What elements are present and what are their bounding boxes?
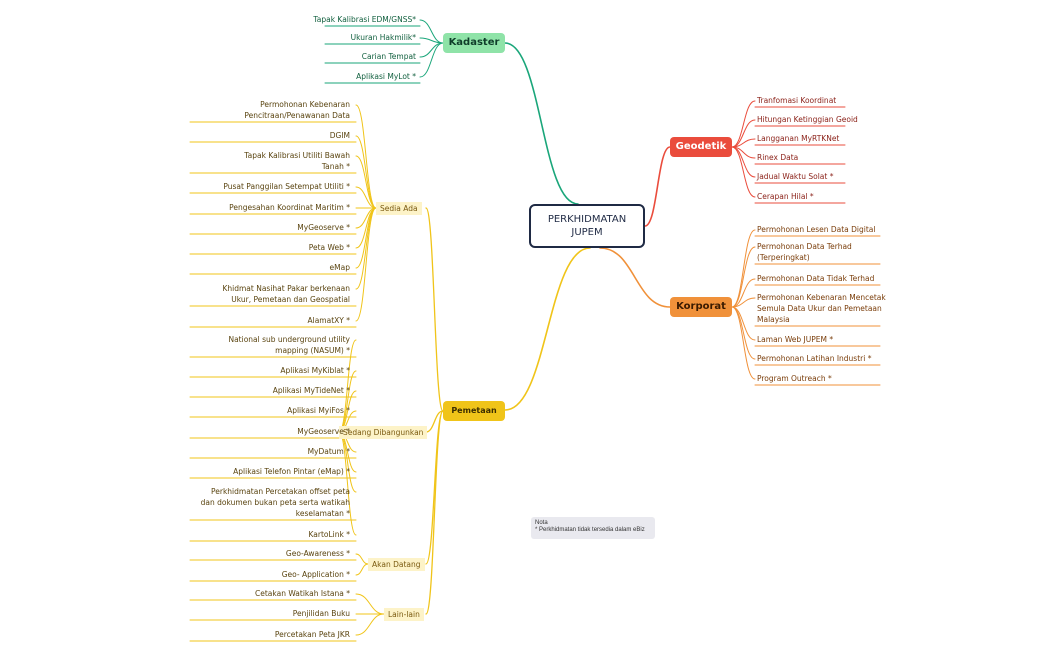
- pemetaan-item[interactable]: Cetakan Watikah Istana *: [255, 589, 350, 598]
- pemetaan-item[interactable]: MyGeoserve *: [297, 223, 350, 232]
- kadaster-connector: [419, 19, 444, 44]
- geodetik-item[interactable]: Hitungan Ketinggian Geoid: [757, 115, 858, 124]
- korporat-connector: [731, 306, 756, 380]
- pemetaan-group-connector: [425, 207, 444, 412]
- kadaster-item[interactable]: Aplikasi MyLot *: [356, 72, 416, 81]
- central-topic-title: PERKHIDMATAN JUPEM: [547, 214, 627, 238]
- pemetaan-item[interactable]: Aplikasi MyTideNet *: [272, 386, 350, 395]
- pemetaan-item[interactable]: AlamatXY *: [307, 316, 350, 325]
- korporat-item[interactable]: Permohonan Data Terhad(Terperingkat): [757, 242, 852, 262]
- pemetaan-item[interactable]: Penjilidan Buku: [292, 609, 350, 618]
- korporat-item[interactable]: Permohonan Lesen Data Digital: [757, 225, 876, 234]
- pemetaan-connector: [355, 104, 377, 209]
- branch-pemetaan: [504, 247, 591, 411]
- korporat-item[interactable]: Laman Web JUPEM *: [757, 335, 834, 344]
- pemetaan-connector: [355, 207, 377, 290]
- branch-geodetik: [644, 146, 671, 227]
- note-text: * Perkhidmatan tidak tersedia dalam eBiz: [535, 527, 645, 533]
- pemetaan-connector: [355, 207, 377, 322]
- korporat-item[interactable]: Program Outreach *: [757, 374, 832, 383]
- pemetaan-group-lain-lain[interactable]: Lain-lain: [384, 608, 424, 621]
- korporat-connector: [731, 229, 756, 308]
- pemetaan-item[interactable]: Pusat Panggilan Setempat Utiliti *: [223, 182, 350, 191]
- geodetik-connector: [731, 146, 756, 198]
- pemetaan-connector: [355, 593, 385, 615]
- pemetaan-item[interactable]: Percetakan Peta JKR: [274, 630, 350, 639]
- kadaster-connector: [419, 42, 444, 78]
- pemetaan-item[interactable]: eMap: [329, 263, 350, 272]
- korporat-connector: [731, 246, 756, 308]
- pemetaan-item[interactable]: MyDatum *: [307, 447, 350, 456]
- geodetik-connector: [731, 100, 756, 148]
- pemetaan-connector: [355, 563, 369, 576]
- pemetaan-connector: [355, 613, 385, 636]
- pemetaan-item[interactable]: Aplikasi Telefon Pintar (eMap) *: [233, 467, 350, 476]
- branch-pemetaan-label[interactable]: Pemetaan: [443, 401, 505, 421]
- korporat-connector: [731, 278, 756, 308]
- pemetaan-connector: [338, 370, 357, 433]
- kadaster-item[interactable]: Carian Tempat: [361, 52, 416, 61]
- branch-geodetik-label[interactable]: Geodetik: [670, 137, 732, 157]
- pemetaan-item[interactable]: DGIM: [329, 131, 350, 140]
- kadaster-connector: [419, 42, 444, 58]
- pemetaan-item[interactable]: Aplikasi MyiFos *: [287, 406, 350, 415]
- korporat-item[interactable]: Permohonan Latihan Industri *: [757, 354, 872, 363]
- geodetik-item[interactable]: Tranfomasi Koordinat: [757, 96, 837, 105]
- pemetaan-item[interactable]: Geo- Application *: [281, 570, 350, 579]
- note-title: Nota: [535, 520, 548, 526]
- geodetik-item[interactable]: Langganan MyRTKNet: [757, 134, 840, 143]
- geodetik-connector: [731, 119, 756, 148]
- branch-kadaster: [504, 42, 579, 205]
- pemetaan-item[interactable]: KartoLink *: [308, 530, 351, 539]
- pemetaan-connector: [355, 553, 369, 565]
- geodetik-item[interactable]: Rinex Data: [757, 153, 799, 162]
- korporat-item[interactable]: Permohonan Data Tidak Terhad: [757, 274, 875, 283]
- central-topic[interactable]: PERKHIDMATAN JUPEM: [529, 204, 645, 248]
- pemetaan-connector: [355, 155, 377, 209]
- pemetaan-group-akan-datang[interactable]: Akan Datang: [368, 558, 425, 571]
- geodetik-item[interactable]: Cerapan Hilal *: [757, 192, 814, 201]
- pemetaan-group-sedia-ada[interactable]: Sedia Ada: [376, 202, 422, 215]
- pemetaan-group-connector: [425, 410, 444, 565]
- korporat-connector: [731, 297, 756, 308]
- kadaster-item[interactable]: Ukuran Hakmilik*: [350, 33, 416, 42]
- pemetaan-item[interactable]: Aplikasi MyKiblat *: [280, 366, 350, 375]
- note-box: Nota * Perkhidmatan tidak tersedia dalam…: [531, 517, 655, 539]
- branch-korporat-label[interactable]: Korporat: [670, 297, 732, 317]
- pemetaan-group-connector: [425, 410, 444, 615]
- pemetaan-item[interactable]: Peta Web *: [308, 243, 350, 252]
- pemetaan-group-connector: [425, 410, 444, 433]
- kadaster-item[interactable]: Tapak Kalibrasi EDM/GNSS*: [313, 15, 416, 24]
- korporat-connector: [731, 306, 756, 360]
- pemetaan-connector: [355, 207, 377, 249]
- pemetaan-item[interactable]: Pengesahan Koordinat Maritim *: [229, 203, 350, 212]
- pemetaan-connector: [355, 186, 377, 209]
- pemetaan-item[interactable]: MyGeoserve *: [297, 427, 350, 436]
- geodetik-item[interactable]: Jadual Waktu Solat *: [757, 172, 834, 181]
- branch-kadaster-label[interactable]: Kadaster: [443, 33, 505, 53]
- pemetaan-group-sedang-dibangunkan[interactable]: Sedang Dibangunkan: [339, 426, 428, 439]
- branch-korporat: [599, 247, 671, 308]
- pemetaan-item[interactable]: Geo-Awareness *: [285, 549, 350, 558]
